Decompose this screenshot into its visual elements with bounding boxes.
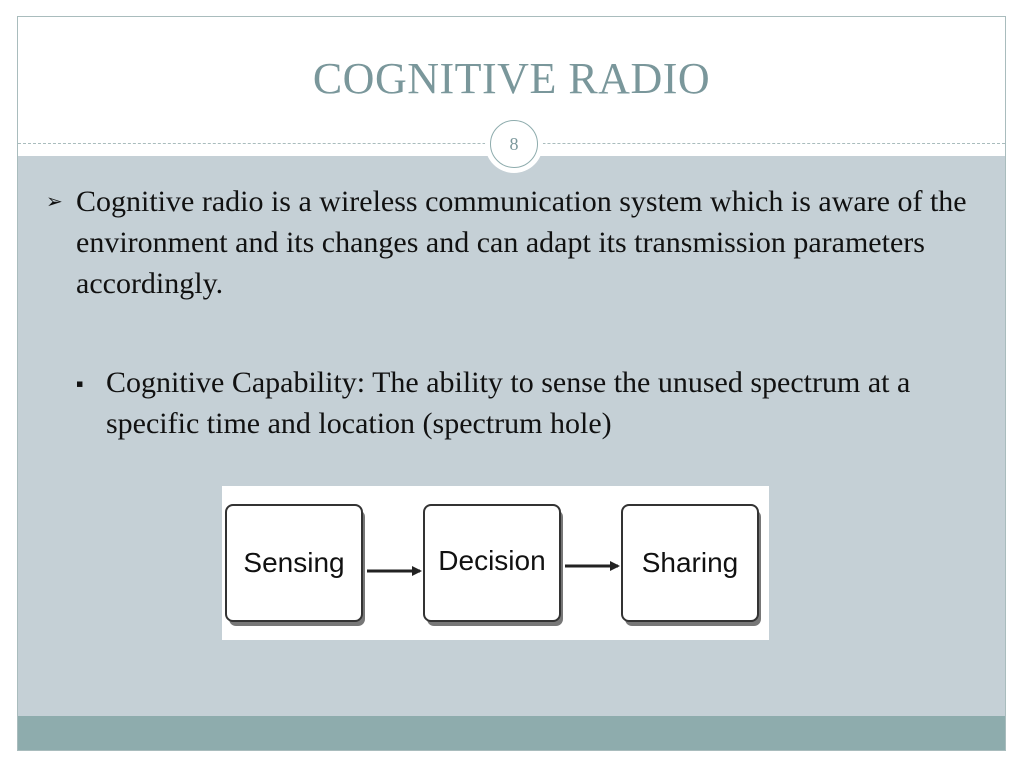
- page-number-badge: 8: [485, 115, 543, 173]
- step-box-sensing: [225, 504, 363, 622]
- footer-bar: [18, 716, 1005, 750]
- arrow-bullet-icon: ➢: [46, 189, 63, 213]
- cognitive-cycle-diagram: Sensing Decision Sharing: [222, 486, 769, 640]
- step-box-sharing: [621, 504, 759, 622]
- page-number: 8: [490, 120, 538, 168]
- slide-title: COGNITIVE RADIO: [312, 54, 711, 103]
- sub-bullet-text: Cognitive Capability: The ability to sen…: [106, 366, 911, 440]
- step-label-sensing: Sensing: [243, 547, 344, 578]
- slide: COGNITIVE RADIO 8 ➢ Cognitive radio is a…: [17, 16, 1006, 751]
- step-label-sharing: Sharing: [642, 547, 739, 578]
- step-label-decision: Decision: [438, 545, 545, 576]
- bullet-item: ➢ Cognitive radio is a wireless communic…: [46, 181, 971, 304]
- square-bullet-icon: ▪: [76, 377, 84, 390]
- bullet-text: Cognitive radio is a wireless communicat…: [76, 185, 967, 300]
- step-box-decision: [423, 504, 561, 622]
- sub-bullet-item: ▪ Cognitive Capability: The ability to s…: [76, 362, 976, 444]
